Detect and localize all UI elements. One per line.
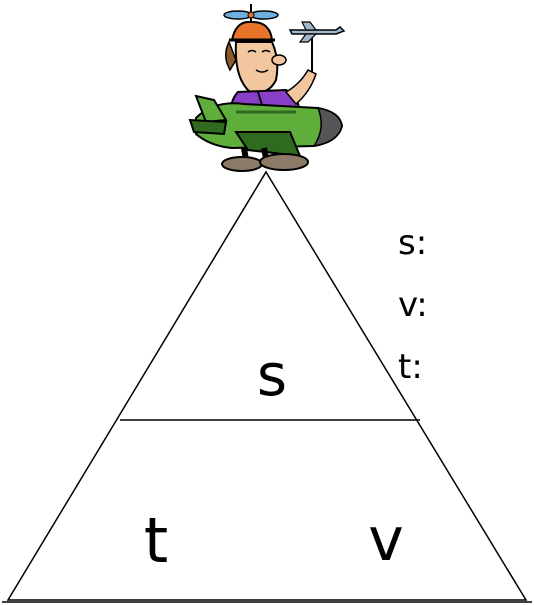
boy-in-toy-plane-icon bbox=[190, 4, 344, 171]
variable-legend: s: v: t: bbox=[398, 223, 428, 387]
legend-item-t: t: bbox=[398, 347, 423, 387]
triangle-bottom-left-label: t bbox=[144, 504, 168, 577]
triangle-top-label: s bbox=[257, 341, 287, 409]
triangle-bottom-right-label: v bbox=[368, 505, 404, 575]
legend-item-v: v: bbox=[398, 285, 428, 325]
legend-item-s: s: bbox=[398, 223, 427, 263]
